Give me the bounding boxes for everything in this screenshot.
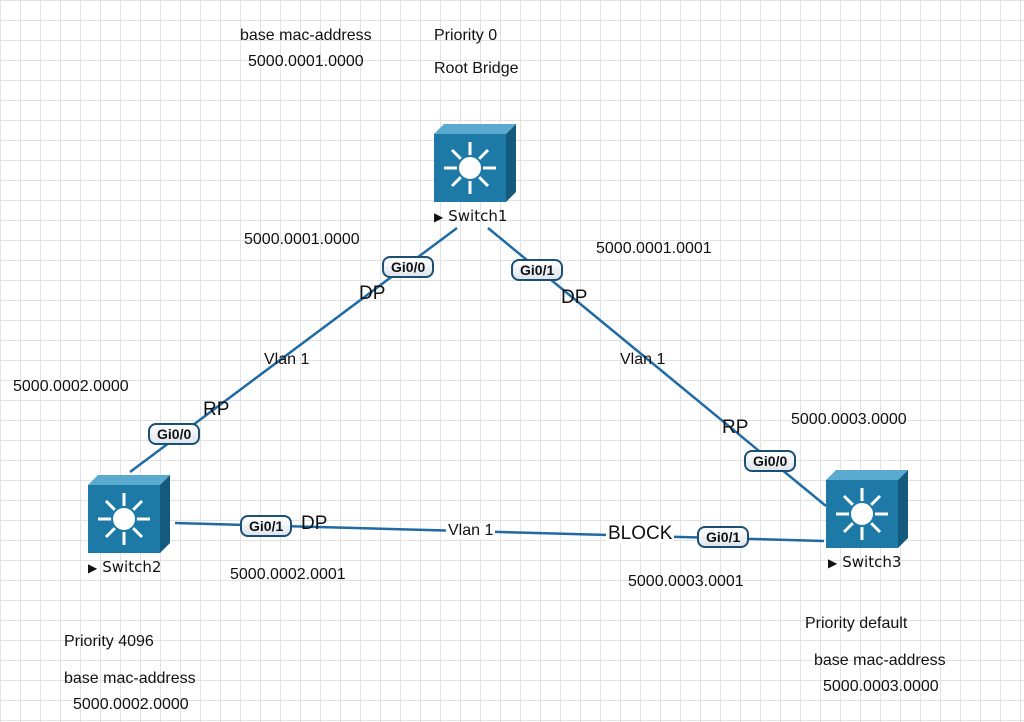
s1-gi0-0-role: DP (359, 283, 386, 304)
switch2-base-mac-label: base mac-address (64, 670, 196, 687)
s1-port-gi0-1[interactable]: Gi0/1 (511, 259, 564, 281)
switch2-label[interactable]: ▶Switch2 (88, 558, 162, 576)
switch1-priority: Priority 0 (434, 27, 498, 44)
s3-port-gi0-0[interactable]: Gi0/0 (744, 450, 797, 472)
s1-port-gi0-0[interactable]: Gi0/0 (382, 256, 435, 278)
switch1-base-mac-label: base mac-address (240, 27, 372, 44)
switch1-icon[interactable] (434, 124, 516, 207)
switch3-icon[interactable] (826, 470, 908, 553)
switch2-base-mac: 5000.0002.0000 (73, 696, 189, 713)
s3-gi0-0-role: RP (722, 417, 749, 438)
switch1-label[interactable]: ▶Switch1 (434, 207, 508, 225)
switch1-base-mac: 5000.0001.0000 (248, 53, 364, 70)
s2-gi0-1-role: DP (301, 513, 328, 534)
switch3-base-mac: 5000.0003.0000 (823, 678, 939, 695)
switch1-role: Root Bridge (434, 60, 519, 77)
multilayer-switch-icon (88, 475, 170, 553)
switch3-top-mac: 5000.0003.0000 (791, 411, 907, 428)
s1-gi0-0-mac: 5000.0001.0000 (244, 231, 360, 248)
s2-s3-vlan: Vlan 1 (446, 522, 496, 539)
s3-gi0-1-mac: 5000.0003.0001 (628, 573, 744, 590)
s2-gi0-1-mac: 5000.0002.0001 (230, 566, 346, 583)
s1-s2-vlan: Vlan 1 (264, 351, 310, 368)
play-arrow-icon: ▶ (434, 210, 444, 224)
switch3-label[interactable]: ▶Switch3 (828, 553, 902, 571)
s2-port-gi0-0[interactable]: Gi0/0 (148, 423, 201, 445)
switch3-base-mac-label: base mac-address (814, 652, 946, 669)
play-arrow-icon: ▶ (88, 561, 98, 575)
s2-gi0-0-role: RP (203, 399, 230, 420)
s1-s3-vlan: Vlan 1 (620, 351, 666, 368)
switch3-priority: Priority default (805, 615, 908, 632)
multilayer-switch-icon (826, 470, 908, 548)
s3-port-gi0-1[interactable]: Gi0/1 (697, 526, 750, 548)
play-arrow-icon: ▶ (828, 556, 838, 570)
s3-gi0-1-role: BLOCK (606, 523, 675, 544)
switch2-top-mac: 5000.0002.0000 (13, 378, 129, 395)
s2-port-gi0-1[interactable]: Gi0/1 (240, 515, 293, 537)
switch2-priority: Priority 4096 (64, 633, 154, 650)
s1-gi0-1-mac: 5000.0001.0001 (596, 240, 712, 257)
s1-gi0-1-role: DP (561, 287, 588, 308)
multilayer-switch-icon (434, 124, 516, 202)
switch2-icon[interactable] (88, 475, 170, 558)
